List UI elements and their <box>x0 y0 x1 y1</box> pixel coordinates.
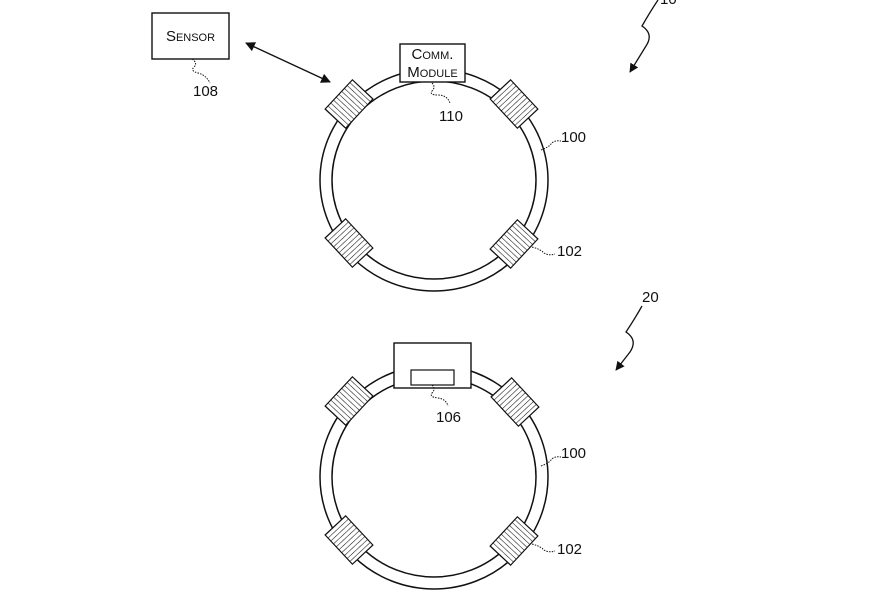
bottom-ring-element-se <box>489 515 539 567</box>
sensor-link-arrow <box>245 42 331 83</box>
comm-module-box <box>399 43 466 83</box>
figure-20-pointer <box>615 305 643 371</box>
top-element-ref: 102 <box>557 243 582 260</box>
embedded-module-ref: 106 <box>436 409 461 426</box>
sensor-leader <box>191 58 211 84</box>
sensor-label: Sensor <box>166 28 215 45</box>
figure-10-pointer <box>629 0 659 73</box>
figure-10: 10 Sensor 108 Comm. Module 110 <box>151 0 677 292</box>
top-ring-element-se <box>489 218 539 270</box>
bottom-ring-leader <box>540 456 562 467</box>
bottom-element-leader <box>531 543 556 553</box>
comm-module-label-line2: Module <box>407 64 457 81</box>
bottom-ring-element-nw <box>324 375 374 427</box>
bottom-ring-element-sw <box>324 514 374 566</box>
embedded-module-leader <box>430 384 449 407</box>
embedded-module-106 <box>410 369 455 386</box>
comm-module-ref: 110 <box>439 108 463 125</box>
figure-20-ref: 20 <box>642 289 659 306</box>
top-element-leader <box>531 246 556 256</box>
top-ring-element-sw <box>324 217 374 269</box>
top-ring-element-ne <box>489 78 539 130</box>
top-ring-ref: 100 <box>561 129 586 146</box>
bottom-element-ref: 102 <box>557 541 582 558</box>
sensor-box <box>151 12 230 60</box>
sensor-ref: 108 <box>193 83 218 100</box>
figure-10-ref: 10 <box>660 0 677 8</box>
top-ring-leader <box>540 140 562 151</box>
comm-module-label-line1: Comm. <box>412 46 454 63</box>
top-ring-element-nw <box>324 78 374 130</box>
bottom-ring-ref: 100 <box>561 445 586 462</box>
figure-20: 20 106 100 102 <box>319 289 659 590</box>
comm-module-leader <box>430 82 451 104</box>
bottom-ring-element-ne <box>490 376 540 428</box>
